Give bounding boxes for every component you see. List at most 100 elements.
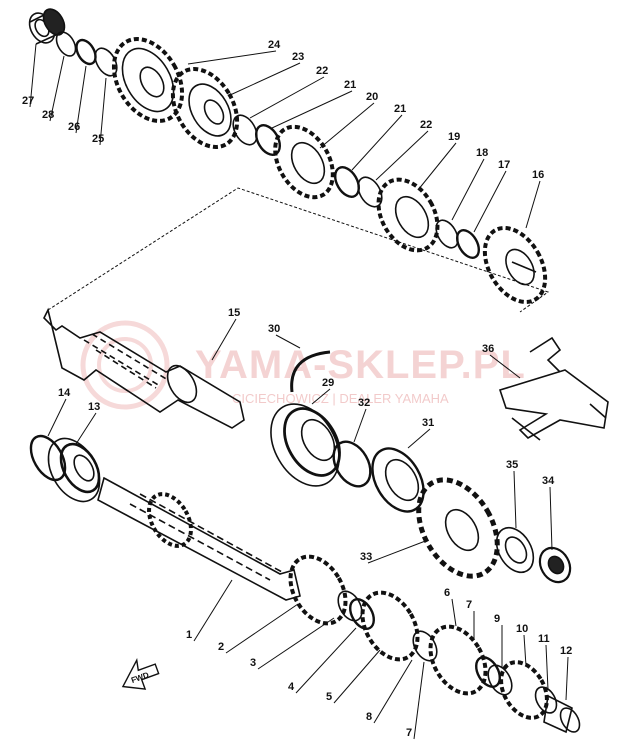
leader-line-c30 bbox=[275, 334, 301, 349]
leader-line-c21b bbox=[351, 114, 403, 171]
leader-line-c26 bbox=[75, 65, 87, 134]
part-gear-6 bbox=[428, 624, 488, 696]
part-bearing-29 bbox=[270, 403, 341, 487]
leader-line-c21a bbox=[271, 90, 353, 129]
leader-line-c15 bbox=[211, 318, 237, 361]
part-bracket-36 bbox=[498, 336, 609, 441]
part-circlip-26 bbox=[75, 38, 97, 66]
part-circlip-4 bbox=[349, 598, 375, 630]
part-bearing-12 bbox=[543, 694, 581, 734]
part-gear-10 bbox=[499, 660, 549, 720]
part-gear-5 bbox=[360, 590, 420, 662]
leader-line-c3 bbox=[257, 617, 335, 670]
watermark-tagline: CICIECHOWICZ | DEALER YAMAHA bbox=[232, 391, 449, 406]
leader-line-c13 bbox=[75, 412, 97, 445]
assembly-outline bbox=[47, 187, 550, 313]
callout-c17: 17 bbox=[498, 159, 510, 171]
callout-c18: 18 bbox=[476, 147, 488, 159]
leader-line-c22a bbox=[249, 76, 325, 119]
part-bearing-27 bbox=[28, 8, 66, 45]
callout-c21b: 21 bbox=[394, 103, 406, 115]
callout-c7b: 7 bbox=[406, 727, 412, 739]
part-gear-19 bbox=[376, 177, 440, 253]
callout-c20: 20 bbox=[366, 91, 378, 103]
part-gear-2 bbox=[288, 554, 348, 626]
part-spacer-32 bbox=[332, 440, 372, 488]
callout-c32: 32 bbox=[358, 397, 370, 409]
part-washer-11 bbox=[534, 686, 558, 714]
forward-arrow: FWD bbox=[121, 658, 160, 690]
part-lockwasher-35 bbox=[495, 526, 535, 574]
callout-c35: 35 bbox=[506, 459, 518, 471]
leader-line-c22b bbox=[375, 130, 429, 181]
leader-line-c31 bbox=[407, 428, 431, 449]
watermark: YAMA-SKLEP.PL CICIECHOWICZ | DEALER YAMA… bbox=[80, 320, 525, 410]
leader-line-c32 bbox=[353, 408, 367, 443]
part-washer-3 bbox=[337, 590, 363, 622]
leader-line-c27 bbox=[29, 43, 37, 108]
callout-c11: 11 bbox=[538, 633, 550, 645]
part-circlip-21b bbox=[334, 166, 360, 198]
leader-line-c19 bbox=[417, 142, 457, 191]
callout-c6: 6 bbox=[444, 587, 450, 599]
callout-c15: 15 bbox=[228, 307, 240, 319]
leader-line-c4 bbox=[295, 627, 357, 694]
part-circlip-17 bbox=[455, 229, 481, 259]
part-bearing-13 bbox=[47, 437, 101, 503]
callout-c25: 25 bbox=[92, 133, 104, 145]
leader-line-c20 bbox=[319, 102, 375, 149]
part-gear-20 bbox=[273, 124, 335, 200]
leader-line-c2 bbox=[225, 603, 299, 654]
part-circlip-14 bbox=[29, 434, 67, 482]
leader-lines bbox=[29, 43, 569, 740]
callout-c9: 9 bbox=[494, 613, 500, 625]
callout-c22b: 22 bbox=[420, 119, 432, 131]
lower-shaft-parts bbox=[29, 434, 581, 734]
part-nut-34 bbox=[538, 546, 572, 584]
part-shaft-15 bbox=[43, 307, 245, 429]
callout-c27: 27 bbox=[22, 95, 34, 107]
part-washer-18 bbox=[435, 219, 459, 249]
leader-line-c23 bbox=[227, 62, 301, 97]
callout-labels: 2728262524232221202122191817161530361413… bbox=[22, 39, 572, 739]
callout-c30: 30 bbox=[268, 323, 280, 335]
leader-line-c29 bbox=[311, 388, 331, 405]
callout-c28: 28 bbox=[42, 109, 54, 121]
callout-c24: 24 bbox=[268, 39, 281, 51]
callout-c26: 26 bbox=[68, 121, 80, 133]
part-clip-30 bbox=[290, 350, 331, 393]
leader-line-c33 bbox=[367, 539, 429, 564]
callout-c8: 8 bbox=[366, 711, 372, 723]
leader-line-c10 bbox=[523, 634, 527, 667]
callout-c2: 2 bbox=[218, 641, 224, 653]
callout-c33: 33 bbox=[360, 551, 372, 563]
part-gear-16 bbox=[482, 226, 548, 304]
part-gear-24 bbox=[111, 37, 185, 123]
callout-c13: 13 bbox=[88, 401, 100, 413]
callout-c34: 34 bbox=[542, 475, 555, 487]
leader-line-c28 bbox=[49, 55, 65, 122]
part-washer-9 bbox=[487, 664, 513, 696]
leader-line-c16 bbox=[525, 180, 541, 229]
callout-c22a: 22 bbox=[316, 65, 328, 77]
callout-c31: 31 bbox=[422, 417, 434, 429]
leader-line-c12 bbox=[565, 656, 569, 701]
callout-c5: 5 bbox=[326, 691, 332, 703]
leader-line-c7b bbox=[413, 661, 425, 740]
callout-c36: 36 bbox=[482, 343, 494, 355]
leader-line-c35 bbox=[513, 470, 517, 529]
callout-c3: 3 bbox=[250, 657, 256, 669]
leader-line-c24 bbox=[187, 50, 277, 65]
callout-c14: 14 bbox=[58, 387, 71, 399]
leader-line-c8 bbox=[373, 659, 413, 724]
leader-line-c5 bbox=[333, 649, 381, 704]
part-gear-23 bbox=[170, 67, 240, 149]
callout-c1: 1 bbox=[186, 629, 192, 641]
part-shaft-1 bbox=[97, 476, 301, 601]
part-seal-31 bbox=[371, 447, 425, 513]
forward-arrow-label: FWD bbox=[130, 670, 150, 685]
leader-line-c17 bbox=[473, 170, 507, 233]
callout-c16: 16 bbox=[532, 169, 544, 181]
leader-line-c36 bbox=[489, 354, 521, 379]
